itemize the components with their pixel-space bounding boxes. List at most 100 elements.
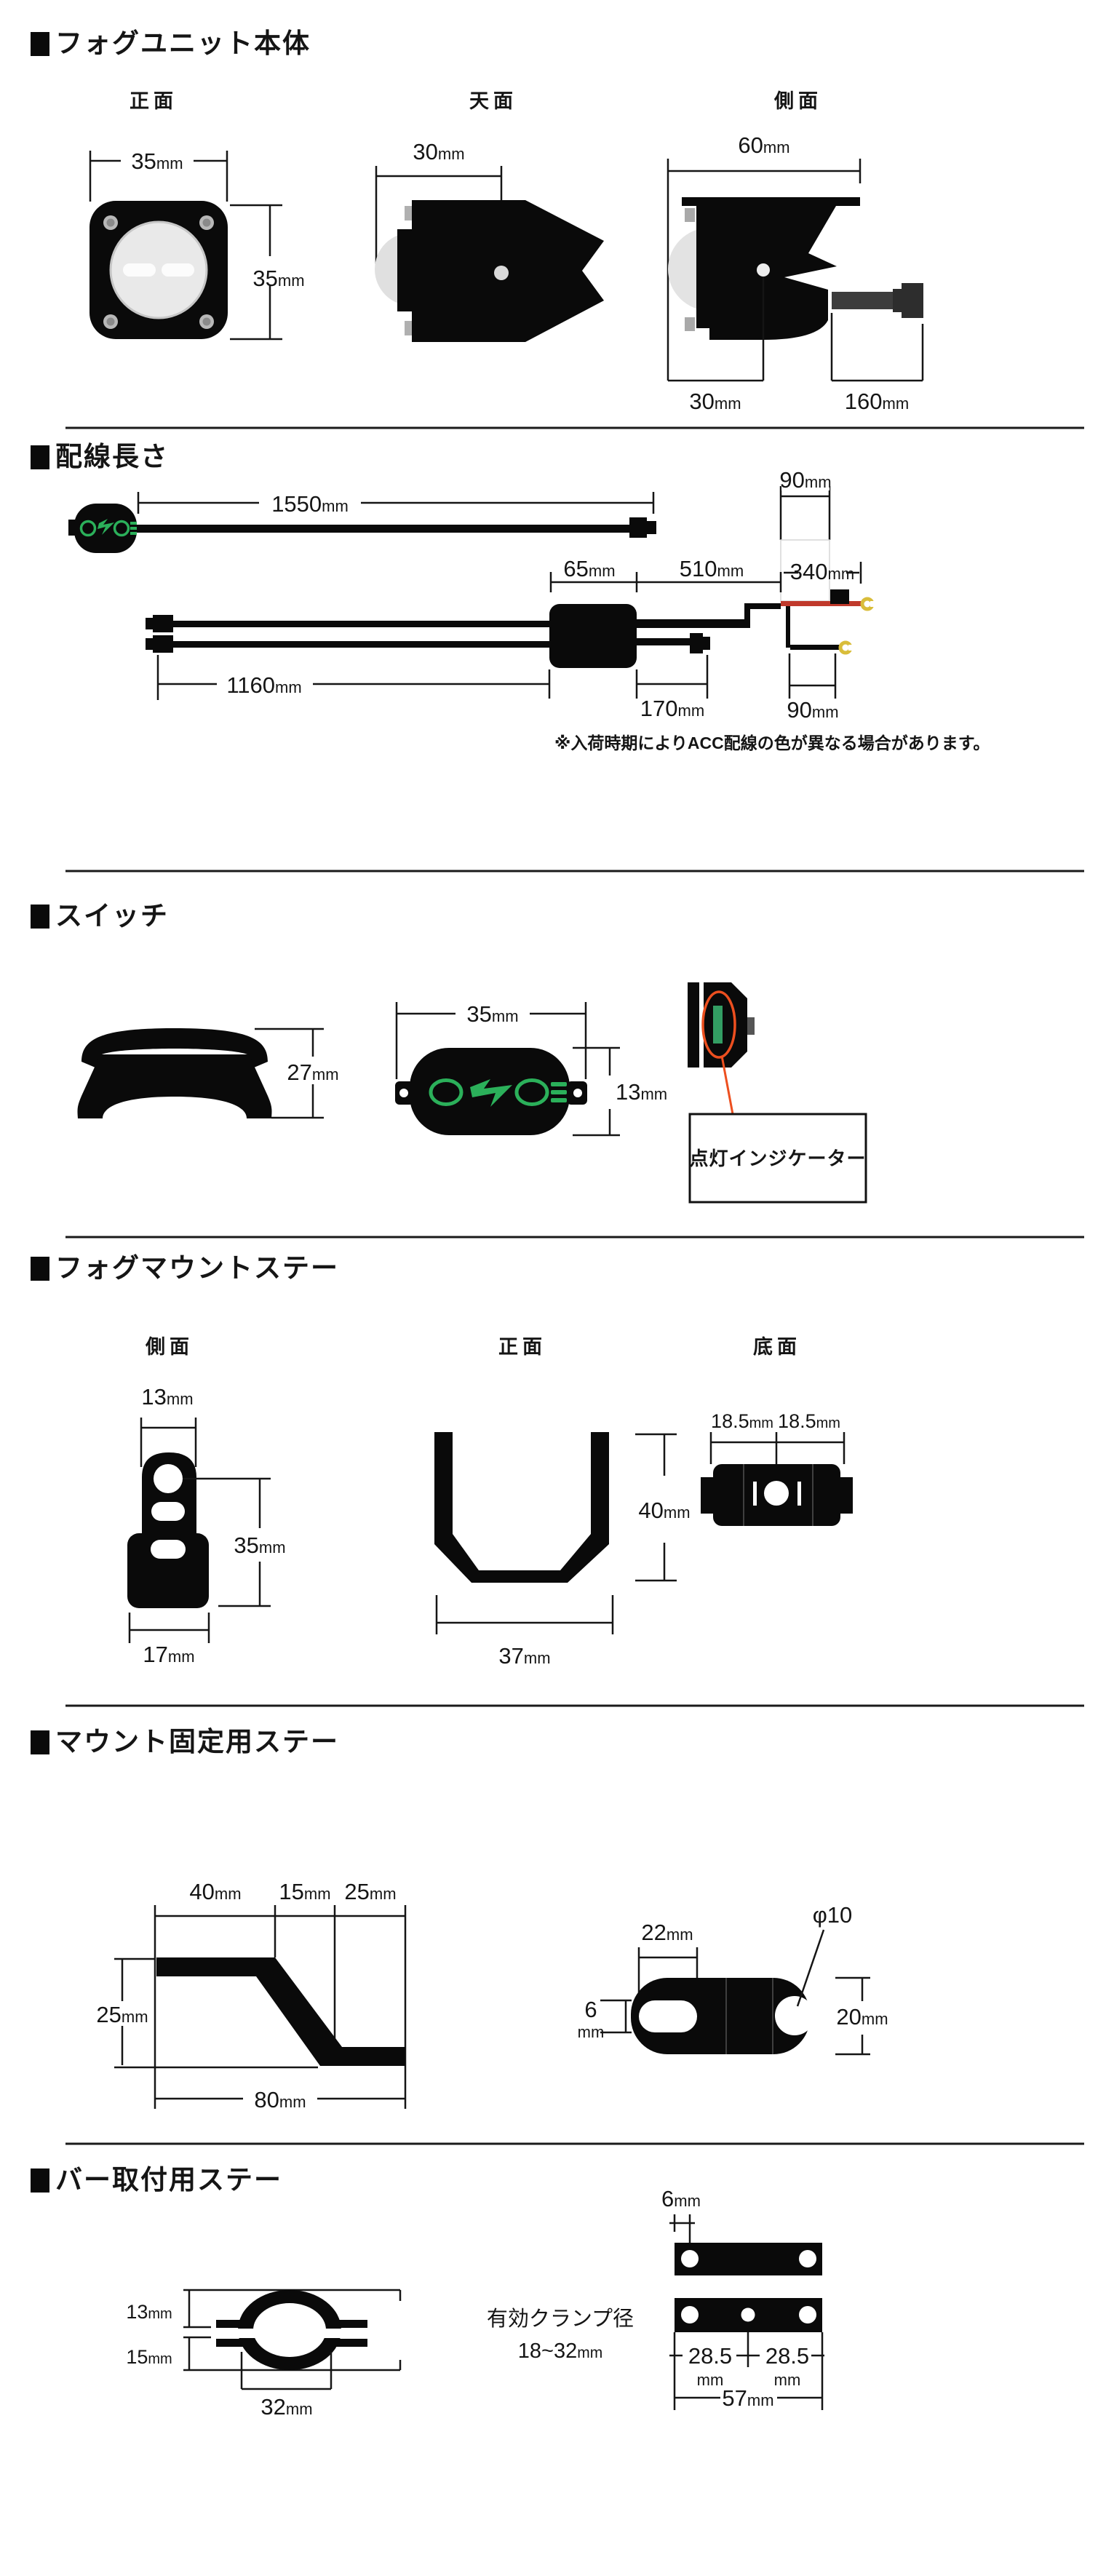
fog-off-icon <box>429 1078 464 1106</box>
dim-plate-total: 57mm <box>673 2332 824 2411</box>
dim-switch-height: 27mm <box>255 1027 349 1119</box>
dim-width-text: 35mm <box>131 148 183 174</box>
connector <box>893 289 902 312</box>
callout-text: 点灯インジケーター <box>689 1148 866 1169</box>
switch-wire <box>137 525 629 533</box>
section-marker <box>31 445 49 469</box>
stay-front-view: 40mm 37mm <box>434 1432 691 1669</box>
callout-box <box>688 1113 867 1204</box>
section-marker <box>31 32 49 56</box>
dim-top-half-text: 13mm <box>126 2301 172 2323</box>
dim-z-total: 80mm <box>155 2086 405 2112</box>
dim-wire-length-text: 160mm <box>845 389 909 414</box>
switch-side-profile: 27mm <box>77 1027 349 1123</box>
bar-clamp: 13mm 15mm 32mm 有効クランプ径 18~32mm <box>126 2289 634 2420</box>
stay-slot <box>151 1502 185 1521</box>
dim-pitch: 28.5 mm 28.5 mm <box>669 2332 824 2389</box>
dim-fog-output-text: 170mm <box>640 696 704 721</box>
top-view-label: 天面 <box>469 90 517 112</box>
bottom-view-label: 底面 <box>753 1335 801 1358</box>
dim-u-height-text: 40mm <box>638 1498 690 1523</box>
bracket-tab <box>405 206 412 220</box>
section-marker <box>31 2168 49 2193</box>
switch-lead: 1550mm <box>68 489 656 553</box>
dim-switch-thickness: 13mm <box>573 1046 667 1137</box>
highlight-ellipse <box>701 990 736 1059</box>
section-wiring: 配線長さ 1550mm <box>31 426 1084 752</box>
dim-left-harness: 1160mm <box>156 655 551 700</box>
stay-slot <box>151 1540 186 1559</box>
power-wire <box>832 292 893 309</box>
dim-z-total-text: 80mm <box>254 2087 306 2112</box>
screws <box>103 215 214 329</box>
fog-off-icon <box>79 520 97 537</box>
dim-height-text: 35mm <box>234 1533 285 1558</box>
clamp-tab <box>331 2320 367 2328</box>
fog-output-wire <box>637 638 691 645</box>
dim-body-depth-text: 30mm <box>689 389 741 414</box>
dim-a-text: 40mm <box>189 1879 241 1904</box>
indicator-led <box>713 1006 723 1043</box>
dim-left-text: 18.5mm <box>711 1410 773 1432</box>
top-view: 30mm <box>375 139 604 342</box>
clamp-tab <box>216 2339 249 2347</box>
section-title: バー取付用ステー <box>55 2165 282 2195</box>
clamp-range-label: 有効クランプ径 <box>487 2307 634 2331</box>
dim-wire-length: 160mm <box>830 313 924 414</box>
dim-fog-output: 170mm <box>635 655 709 721</box>
clamp-tab <box>216 2320 249 2328</box>
dim-switch-width-text: 35mm <box>466 1001 518 1027</box>
dim-ground-text: 90mm <box>787 697 838 723</box>
lens-barrel <box>397 229 412 311</box>
center-hole <box>764 1481 789 1506</box>
junction-area <box>780 539 830 602</box>
dim-switch-width: 35mm <box>395 1000 587 1079</box>
dim-top-half: 13mm <box>126 2290 211 2329</box>
flat-stay: 22mm 6 mm φ10 <box>578 1902 888 2056</box>
dim-stay-height: 20mm <box>835 1976 888 2056</box>
dim-side-width-text: 60mm <box>738 132 789 158</box>
fog-on-icon <box>113 520 130 537</box>
power-lead <box>637 619 746 628</box>
dim-pitch-left-unit: mm <box>697 2371 724 2389</box>
dim-acc-top: 90mm <box>779 467 832 540</box>
pivot-screw <box>757 263 770 277</box>
control-box <box>549 604 637 668</box>
section-title: 配線長さ <box>55 442 169 472</box>
section-marker <box>31 1257 49 1281</box>
dim-mid-text: 510mm <box>680 556 744 581</box>
section-title: スイッチ <box>55 901 169 931</box>
z-bracket: 40mm 15mm 25mm 25mm 80mm <box>96 1879 407 2112</box>
side-tab <box>840 1477 853 1514</box>
dim-box-width-text: 65mm <box>563 556 615 581</box>
dim-switch-height-text: 27mm <box>287 1060 338 1085</box>
dim-hole-text: 6mm <box>661 2186 701 2211</box>
dim-inner: 32mm <box>240 2352 333 2420</box>
dim-hole: 6mm <box>661 2186 701 2259</box>
side-view: 60mm 30mm 160mm <box>667 132 924 414</box>
dim-row: 65mm 510mm 340mm <box>549 556 862 592</box>
main-harness: 90mm 65mm 510mm 340mm <box>146 467 877 723</box>
stay-bottom-view: 18.5mm 18.5mm <box>701 1410 853 1526</box>
dim-ground: 90mm <box>787 653 839 723</box>
section-bar-stay: バー取付用ステー 13mm 15mm <box>31 2142 1084 2420</box>
stay-round-hole <box>775 1996 814 2035</box>
switch-front-view: 35mm 13mm <box>395 1000 667 1137</box>
bar-plates: 6mm 28.5 mm 28.5 mm <box>661 2186 824 2411</box>
dim-acc-top-text: 90mm <box>779 467 831 493</box>
dim-switch-wire-text: 1550mm <box>271 491 349 517</box>
side-view-label: 側面 <box>145 1336 194 1358</box>
connector <box>902 283 923 318</box>
dim-pitch-right-text: 28.5 <box>765 2343 809 2369</box>
ring-terminal <box>838 640 855 655</box>
clamp-tab <box>331 2339 367 2347</box>
plate-two-hole <box>675 2243 822 2275</box>
section-title: マウント固定用ステー <box>55 1727 339 1757</box>
side-tab <box>701 1477 713 1514</box>
stay-base <box>127 1533 209 1608</box>
clamp-split <box>233 2329 349 2338</box>
section-marker <box>31 905 49 929</box>
dim-depth-text: 30mm <box>413 139 464 164</box>
bracket-tab <box>685 208 695 222</box>
